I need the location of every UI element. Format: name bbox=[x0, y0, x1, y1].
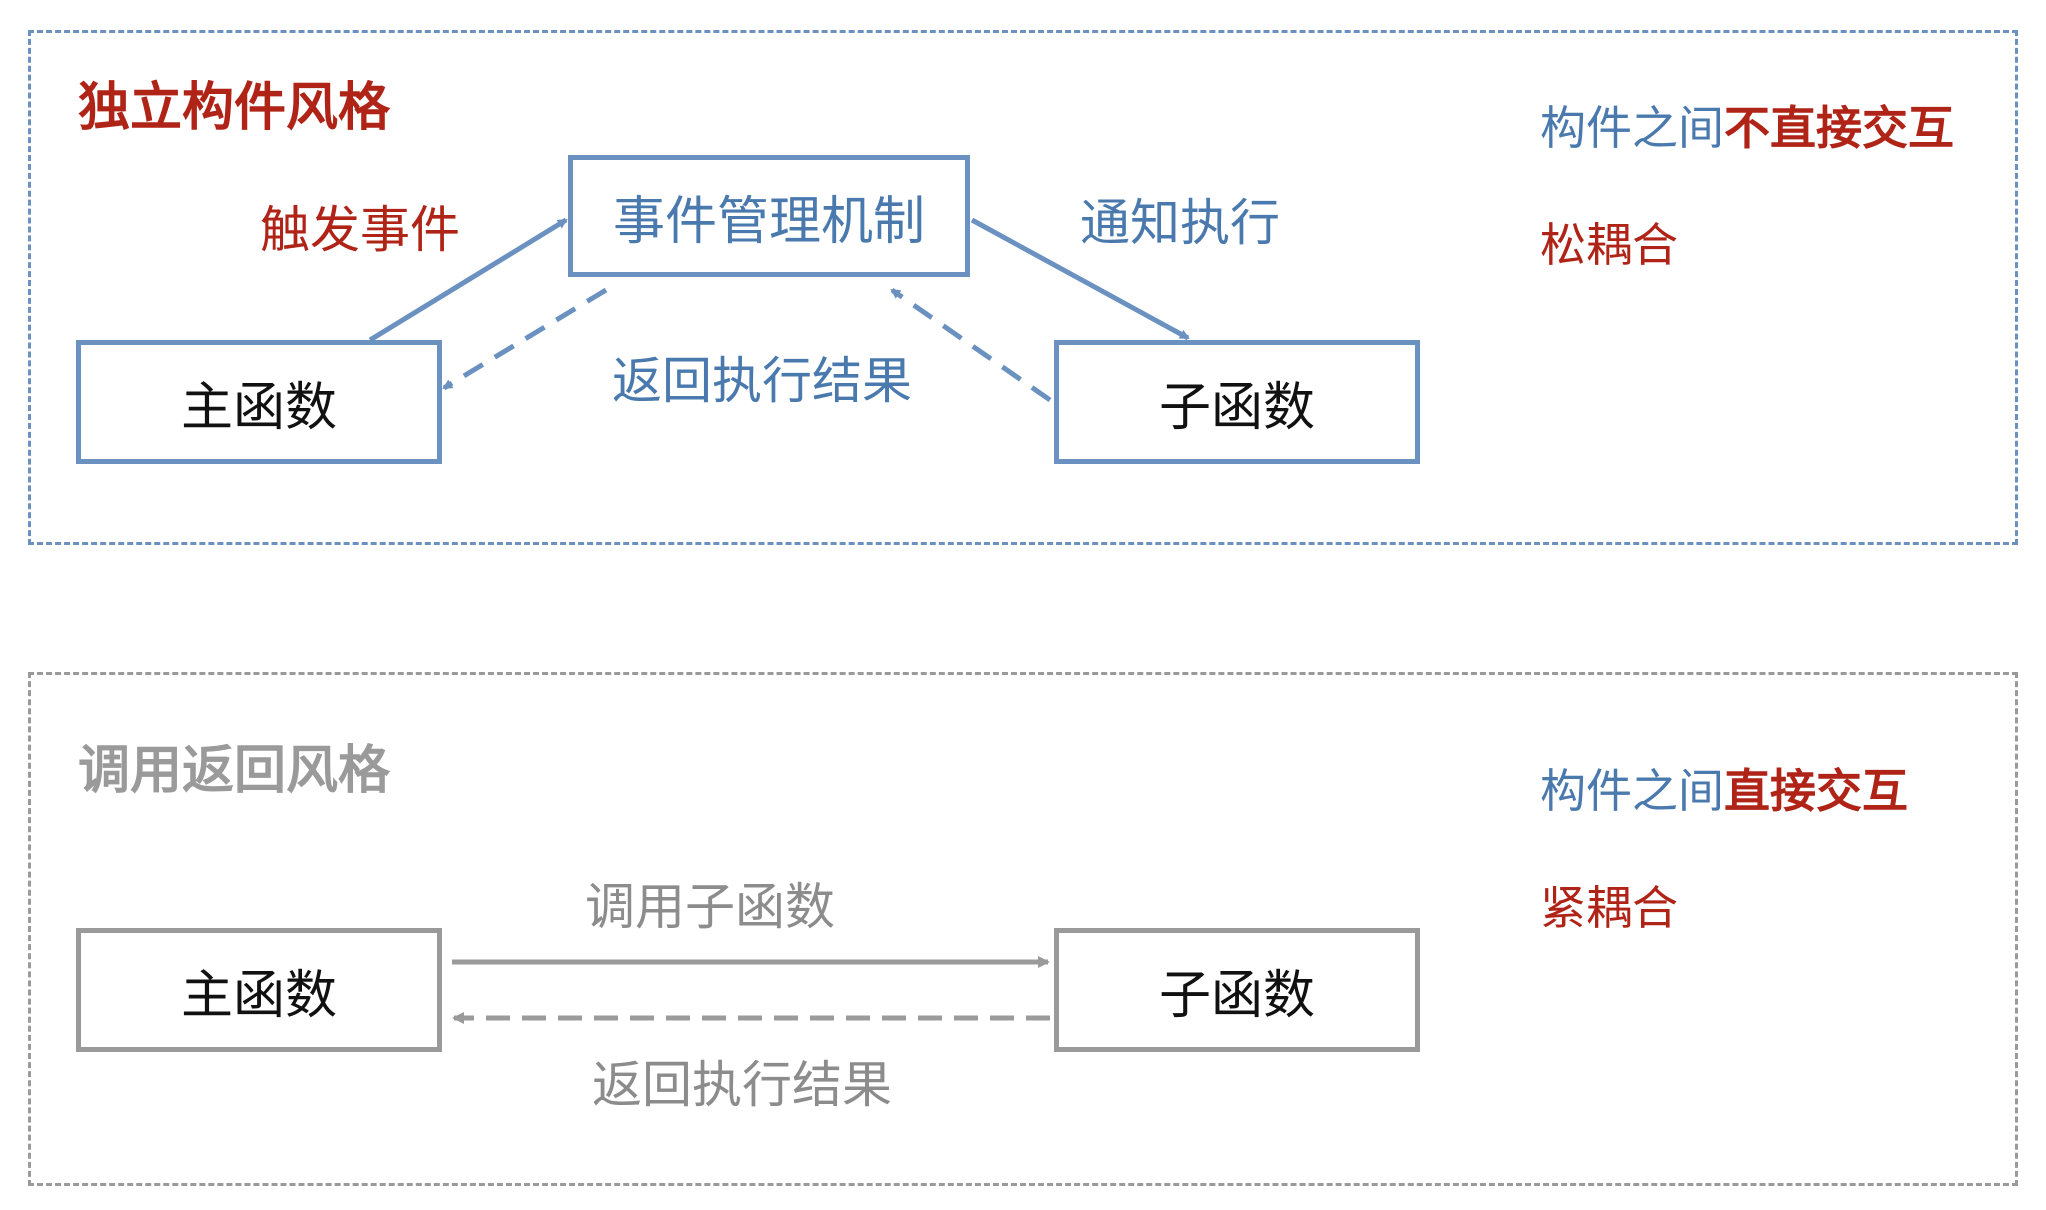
return-arrow-to-main-top bbox=[442, 287, 608, 391]
notify-execute-label: 通知执行 bbox=[1080, 194, 1280, 252]
interaction-note-prefix-bottom: 构件之间 bbox=[1540, 764, 1724, 818]
sub-function-label-top: 子函数 bbox=[1158, 377, 1315, 438]
notify-arrow bbox=[970, 217, 1190, 341]
call-return-style-title: 调用返回风格 bbox=[78, 741, 391, 801]
event-manager-label: 事件管理机制 bbox=[612, 191, 925, 252]
event-manager-box: 事件管理机制 bbox=[568, 155, 970, 277]
sub-function-box-top: 子函数 bbox=[1054, 340, 1420, 464]
interaction-note-top: 构件之间不直接交互 bbox=[1540, 105, 1954, 151]
independent-style-title: 独立构件风格 bbox=[78, 78, 391, 138]
return-result-label-bottom: 返回执行结果 bbox=[592, 1056, 892, 1114]
independent-component-panel bbox=[28, 30, 2018, 545]
main-function-box-bottom: 主函数 bbox=[76, 928, 442, 1052]
interaction-note-emphasis-top: 不直接交互 bbox=[1724, 101, 1954, 155]
main-function-box-top: 主函数 bbox=[76, 340, 442, 464]
main-function-label-bottom: 主函数 bbox=[180, 965, 337, 1026]
loose-coupling-label: 松耦合 bbox=[1540, 218, 1678, 272]
sub-function-box-bottom: 子函数 bbox=[1054, 928, 1420, 1052]
tight-coupling-label: 紧耦合 bbox=[1540, 881, 1678, 935]
sub-function-label-bottom: 子函数 bbox=[1158, 965, 1315, 1026]
interaction-note-bottom: 构件之间直接交互 bbox=[1540, 768, 1908, 814]
trigger-arrow bbox=[368, 217, 568, 343]
call-subfunction-label: 调用子函数 bbox=[585, 878, 835, 936]
return-arrow-to-manager-top bbox=[890, 287, 1052, 403]
trigger-event-label: 触发事件 bbox=[260, 201, 460, 259]
return-result-label-top: 返回执行结果 bbox=[612, 352, 912, 410]
interaction-note-emphasis-bottom: 直接交互 bbox=[1724, 764, 1908, 818]
main-function-label-top: 主函数 bbox=[180, 377, 337, 438]
interaction-note-prefix-top: 构件之间 bbox=[1540, 101, 1724, 155]
call-return-panel bbox=[28, 672, 2018, 1186]
